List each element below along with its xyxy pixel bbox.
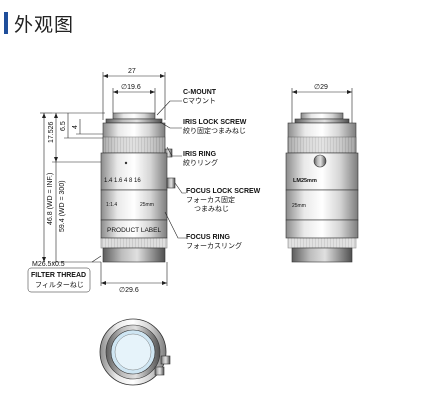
header-accent-bar [4,12,8,34]
dim-wd-inf: 46.8 (WD = INF.) [47,173,54,225]
callout-leaders [156,100,186,239]
dimension-arrows [42,74,167,285]
bottom-view-lens [99,318,171,386]
dim-6-5: 6.5 [60,121,67,131]
iris-ring-label-jp: 絞りリング [183,158,218,167]
dim-mount-diameter: ∅19.6 [121,84,141,91]
page-header: 外观图 [0,0,445,40]
front-engraving-right: 25mm [140,202,154,208]
page-title: 外观图 [14,14,75,36]
dim-top-width: 27 [128,68,136,75]
focus-lock-screw-label-jp1: フォーカス固定 [186,195,235,204]
side-view-lens [285,112,359,263]
dim-flange-back: 17.526 [48,121,55,143]
iris-lock-screw-label: IRIS LOCK SCREW [183,119,247,126]
c-mount-label: C-MOUNT [183,89,217,96]
dim-4: 4 [72,125,79,129]
filter-thread-label: FILTER THREAD [31,272,86,279]
dim-body-diameter: ∅29.6 [119,287,139,294]
side-dimension-arrows [292,90,352,94]
dimension-lines [40,72,168,286]
side-bottom-engraving: 25mm [292,203,306,209]
filter-thread-size: M26.5x0.5 [32,261,65,268]
focus-ring-label-jp: フォーカスリング [186,241,242,250]
side-model-engraving: LM25mm [293,178,317,184]
dim-wd-300: 59.4 (WD = 300) [59,180,66,232]
aperture-scale-text: 1.4 1.6 4 8 16 [104,178,141,184]
side-dimension-lines [291,88,353,123]
focus-lock-screw-label: FOCUS LOCK SCREW [186,188,261,195]
front-view-lens [100,112,176,263]
focus-ring-label: FOCUS RING [186,234,231,241]
iris-ring-label: IRIS RING [183,151,217,158]
filter-thread-label-jp: フィルターねじ [35,280,84,289]
c-mount-label-jp: Cマウント [183,97,216,105]
iris-lock-screw-label-jp: 絞り固定つまみねじ [183,126,246,135]
focus-lock-screw-label-jp2: つまみねじ [194,205,229,213]
product-label-text: PRODUCT LABEL [107,227,161,234]
front-engraving-left: 1:1.4 [106,202,117,208]
filter-thread-bracket [27,267,91,293]
dim-side-diameter: ∅29 [314,84,328,91]
